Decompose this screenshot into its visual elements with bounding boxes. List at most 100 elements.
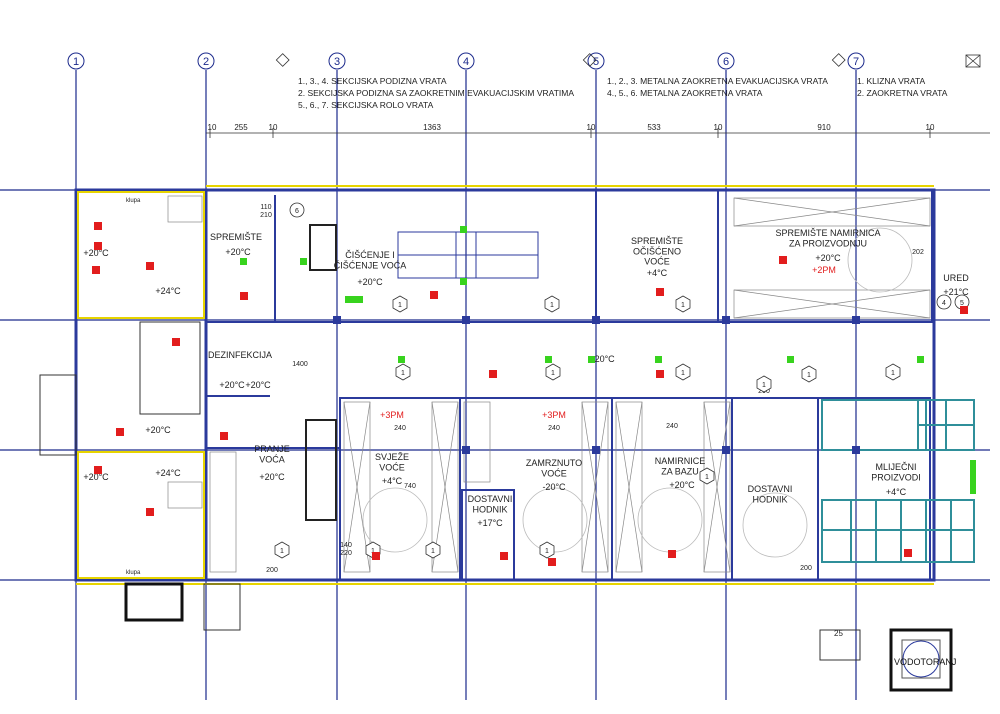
room-temp: +20°C (815, 253, 841, 263)
room-temp: +20°C (259, 472, 285, 482)
forklift-turning-circles (362, 227, 913, 558)
door-tag-number: 1 (545, 548, 549, 555)
legend-right-line: 1. KLIZNA VRATA (857, 76, 926, 86)
bench-label: klupa (126, 570, 141, 576)
legend-left-line: 5., 6., 7. SEKCIJSKA ROLO VRATA (298, 100, 434, 110)
door-tag-number: 1 (681, 370, 685, 377)
grid-axis-label: 3 (334, 56, 340, 68)
water-tower (889, 628, 953, 692)
room-name: SPREMIŠTE (210, 232, 262, 242)
dimension-value: 1363 (423, 123, 441, 132)
inner-dimension: 240 (548, 425, 560, 432)
scale-mark: 25 (834, 629, 843, 638)
room-temp: +24°C (155, 286, 181, 296)
room-extra: +3PM (542, 410, 566, 420)
interior-walls (206, 190, 934, 581)
legend-symbols (275, 53, 981, 68)
room-temp: +20°C (225, 247, 251, 257)
green-markers (240, 226, 976, 494)
dimension-value: 533 (647, 123, 661, 132)
inner-dimension: 200 (800, 565, 812, 572)
door-tag-number: 5 (960, 300, 964, 307)
door-tag-number: 1 (401, 370, 405, 377)
room-temp: +4°C (647, 268, 668, 278)
door-tag-number: 1 (550, 302, 554, 309)
grid-axis-label: 4 (463, 56, 469, 68)
room-extra: +3PM (380, 410, 404, 420)
room-temp: -20°C (542, 482, 566, 492)
dimension-value: 10 (269, 123, 278, 132)
door-tag-number: 1 (398, 302, 402, 309)
room-temp: +21°C (943, 287, 969, 297)
dimension-value: 910 (817, 123, 831, 132)
door-tag-number: 1 (551, 370, 555, 377)
inner-dimension: 220 (340, 550, 352, 557)
inner-dimension: 210 (260, 212, 272, 219)
door-tag-number: 4 (942, 300, 946, 307)
door-tag-number: 1 (280, 548, 284, 555)
room-temp: +24°C (155, 468, 181, 478)
inner-dimension: 740 (404, 483, 416, 490)
inner-dimension: 202 (912, 249, 924, 256)
door-tag-number: 1 (891, 370, 895, 377)
grid-axis-label: 2 (203, 56, 209, 68)
legend-right-line: 2. ZAOKRETNA VRATA (857, 88, 948, 98)
legend-middle-line: 1., 2., 3. METALNA ZAOKRETNA EVAKUACIJSK… (607, 76, 828, 86)
inner-dimension: 140 (340, 542, 352, 549)
door-tag-number: 1 (762, 382, 766, 389)
legend-left-line: 1., 3., 4. SEKCIJSKA PODIZNA VRATA (298, 76, 447, 86)
room-temp: +20°C (83, 248, 109, 258)
door-tag-number: 1 (431, 548, 435, 555)
dimension-value: 255 (234, 123, 248, 132)
storage-racks (167, 195, 931, 573)
corridor-temp: +20°C (589, 354, 615, 364)
inner-dimension: 200 (266, 567, 278, 574)
inner-dimension: 110 (260, 204, 271, 211)
inner-dimension: 1400 (292, 361, 308, 368)
room-extra: +2PM (812, 265, 836, 275)
room-temp: +20°C (219, 380, 245, 390)
grid-axis-label: 7 (853, 56, 859, 68)
dairy-shelving (821, 399, 975, 563)
dimension-line (206, 128, 990, 138)
red-room-markers (92, 222, 968, 566)
grid-axis-bubbles (67, 52, 865, 70)
door-tag-number: 1 (371, 548, 375, 555)
room-temp: +17°C (477, 518, 503, 528)
room-temp: +20°C (669, 480, 695, 490)
grid-axis-label: 6 (723, 56, 729, 68)
bench-label: klupa (126, 198, 141, 204)
door-tag-number: 6 (295, 208, 299, 215)
grid-lines (0, 70, 990, 700)
grid-axis-label: 5 (593, 56, 599, 68)
dimension-value: 10 (926, 123, 935, 132)
dimension-value: 10 (714, 123, 723, 132)
door-tag-number: 1 (705, 474, 709, 481)
entrance-canopy (124, 582, 184, 622)
equipment-machine-icon (305, 224, 337, 521)
door-tag-number: 1 (681, 302, 685, 309)
room-temp: +20°C (357, 277, 383, 287)
grid-axis-label: 1 (73, 56, 79, 68)
inner-dimension: 240 (394, 425, 406, 432)
legend-left-line: 2. SEKCIJSKA PODIZNA SA ZAOKRETNIM EVAKU… (298, 88, 574, 98)
room-temp: +4°C (886, 487, 907, 497)
room-temp: +4°C (382, 476, 403, 486)
dimension-value: 10 (208, 123, 217, 132)
work-tables (397, 231, 539, 279)
room-temp: +20°C (245, 380, 271, 390)
water-tower-label: VODOTORANJ (894, 657, 956, 667)
door-tag-number: 1 (807, 372, 811, 379)
legend-middle-line: 4., 5., 6. METALNA ZAOKRETNA VRATA (607, 88, 763, 98)
